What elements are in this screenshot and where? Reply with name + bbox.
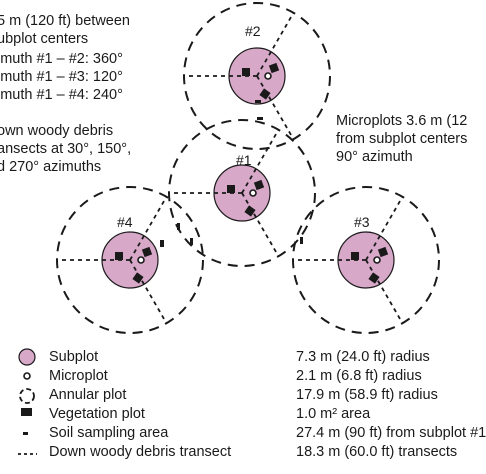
legend-value-microplot: 2.1 m (6.8 ft) radius <box>296 368 422 384</box>
plot-label-p1: #1 <box>236 152 252 168</box>
vegetation-plot-p2-1 <box>259 88 271 100</box>
debris-line-1: own woody debris <box>0 123 114 139</box>
legend-value-soil: 27.4 m (90 ft) from subplot #1 <box>296 425 486 441</box>
soil-sampling-area-5 <box>255 100 261 103</box>
plot-label-p2: #2 <box>245 23 261 39</box>
legend-value-annular: 17.9 m (58.9 ft) radius <box>296 387 438 403</box>
plot-label-p3: #3 <box>354 214 370 230</box>
azimuth-note: imuth #1 – #2: 360° imuth #1 – #3: 120° … <box>0 50 123 104</box>
vegetation-plot-p2-2 <box>268 62 280 74</box>
microplot-p4 <box>137 256 145 264</box>
vegetation-plot-p2-0 <box>242 68 250 76</box>
azimuth-line-2: imuth #1 – #3: 120° <box>0 69 123 85</box>
legend-name-annular: Annular plot <box>49 387 127 403</box>
legend-name-soil: Soil sampling area <box>49 425 169 441</box>
spacing-line-2: ubplot centers <box>0 31 89 47</box>
microplot-note: Microplots 3.6 m (12 from subplot center… <box>336 112 467 166</box>
legend-value-debris: 18.3 m (60.0 ft) transects <box>296 444 458 460</box>
soil-sampling-area-1 <box>177 223 180 230</box>
vegetation-plot-p1-1 <box>244 205 256 217</box>
microplot-line-1: Microplots 3.6 m (12 <box>336 113 468 129</box>
vegetation-plot-p3-1 <box>368 272 380 284</box>
microplot-p3 <box>373 256 381 264</box>
debris-line-3: d 270° azimuths <box>0 159 102 175</box>
vegetation-plot-p4-1 <box>132 272 144 284</box>
soil-sampling-area-3 <box>300 237 303 244</box>
vegetation-plot-p1-2 <box>253 179 265 191</box>
microplot-line-2: from subplot centers <box>336 131 468 147</box>
vegetation-plot-p4-2 <box>141 246 153 258</box>
legend-name-debris: Down woody debris transect <box>49 444 232 460</box>
legend-value-subplot: 7.3 m (24.0 ft) radius <box>296 349 430 365</box>
azimuth-line-1: imuth #1 – #2: 360° <box>0 51 123 67</box>
debris-line-2: ansects at 30°, 150°, <box>0 141 132 157</box>
legend-name-microplot: Microplot <box>49 368 108 384</box>
legend-name-vegetation: Vegetation plot <box>49 406 145 422</box>
soil-sampling-area-0 <box>257 117 263 120</box>
microplot-line-3: 90° azimuth <box>336 149 413 165</box>
soil-sampling-area-4 <box>160 240 164 247</box>
vegetation-plot-p4-0 <box>115 252 123 260</box>
spacing-note: 5 m (120 ft) between ubplot centers <box>0 12 130 48</box>
vegetation-plot-p3-2 <box>377 246 389 258</box>
soil-sampling-area-2 <box>190 238 193 245</box>
plot-layout-diagram: #2 #1 #3 #4 <box>56 2 440 334</box>
azimuth-line-3: imuth #1 – #4: 240° <box>0 87 123 103</box>
vegetation-plot-p1-0 <box>227 185 235 193</box>
legend-value-vegetation: 1.0 m² area <box>296 406 371 422</box>
spacing-line-1: 5 m (120 ft) between <box>0 13 130 29</box>
legend-name-subplot: Subplot <box>49 349 99 365</box>
plot-label-p4: #4 <box>117 214 133 230</box>
vegetation-plot-p3-0 <box>351 252 359 260</box>
microplot-p2 <box>264 72 272 80</box>
microplot-p1 <box>249 189 257 197</box>
debris-note: own woody debris ansects at 30°, 150°, d… <box>0 122 131 176</box>
